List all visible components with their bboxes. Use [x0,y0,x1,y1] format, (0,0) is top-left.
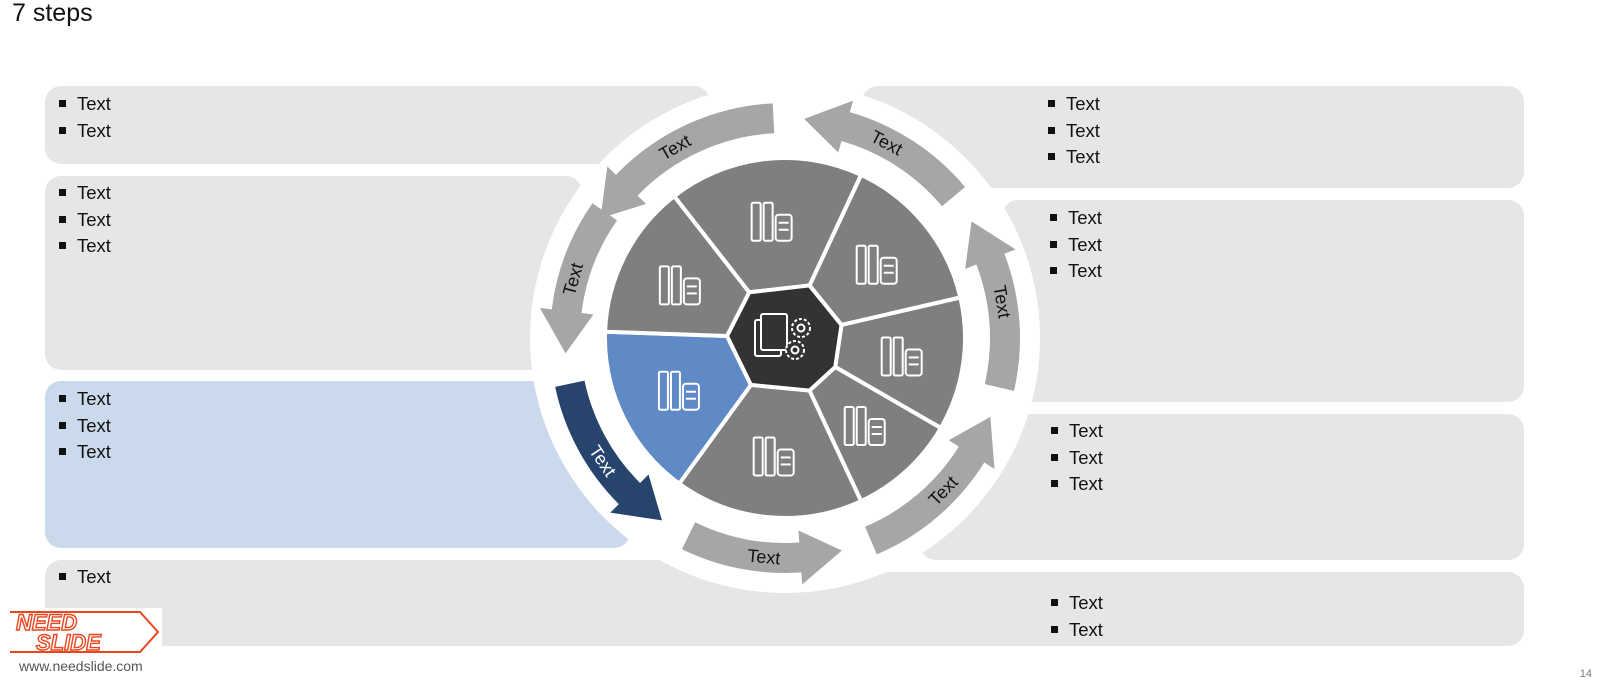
documents-icon [855,244,898,285]
bullet-item: Text [57,564,111,591]
logo-text-line2: SLIDE [36,630,102,655]
cycle-wedge [807,172,963,327]
left-panel-4 [45,560,805,646]
id-cards-icon [880,336,923,377]
left-bullets-1: Text Text [57,91,111,144]
right-panel-4 [760,572,1524,646]
bullet-item: Text [57,118,111,145]
cycle-arrow [681,522,842,585]
left-panel-1 [45,86,710,164]
bullet-item: Text [1049,617,1103,644]
cycle-arrow [600,103,775,219]
gears-documents-icon [754,313,811,360]
page-title: 7 steps [12,0,93,27]
bullet-item: Text [57,386,111,413]
bullet-item: Text [57,180,111,207]
bullet-item: Text [1046,144,1100,171]
bullet-item: Text [57,413,111,440]
cycle-arrow [539,203,618,354]
cycle-wedge [677,382,864,520]
right-panel-2 [1002,200,1524,402]
icons-layer [657,201,923,477]
cycle-wedge [672,156,864,295]
binders-coins-icon [750,201,793,242]
right-panel-3 [920,414,1524,560]
left-panel-2 [45,176,582,370]
bullet-item: Text [57,233,111,260]
right-bullets-3: Text Text Text [1049,418,1103,498]
upload-binders-icon [657,370,700,411]
bullet-item: Text [1049,590,1103,617]
bullet-item: Text [57,439,111,466]
logo-mark: NEED SLIDE [10,609,160,656]
cycle-arrow [555,380,662,521]
right-bullets-2: Text Text Text [1048,205,1102,285]
bullet-item: Text [1049,471,1103,498]
bullet-item: Text [1048,205,1102,232]
cycle-arrow-label: Text [747,545,782,568]
left-bullets-2: Text Text Text [57,180,111,260]
bullet-item: Text [57,207,111,234]
footer-url: www.needslide.com [19,658,143,674]
left-bullets-4: Text [57,564,111,591]
cycle-arrow [804,100,966,207]
bullet-item: Text [1048,258,1102,285]
page-number: 14 [1579,668,1592,680]
bullet-item: Text [1049,418,1103,445]
bullet-item: Text [1046,91,1100,118]
arrows-layer [539,100,1020,585]
cycle-arrow [865,416,995,555]
left-panel-3 [45,381,630,548]
bullet-item: Text [1049,445,1103,472]
phone-check-icon [658,265,701,306]
cycle-arrow [965,221,1020,391]
needslide-logo: NEED SLIDE [0,608,162,664]
right-bullets-4: Text Text [1049,590,1103,643]
right-bullets-1: Text Text Text [1046,91,1100,171]
bullet-item: Text [1048,232,1102,259]
left-bullets-3: Text Text Text [57,386,111,466]
bullet-item: Text [57,91,111,118]
bullet-item: Text [1046,118,1100,145]
binder-calculator-icon [843,405,886,446]
download-coins-icon [752,436,795,477]
cycle-wedge [603,329,753,486]
logo-text-line1: NEED [16,610,77,635]
